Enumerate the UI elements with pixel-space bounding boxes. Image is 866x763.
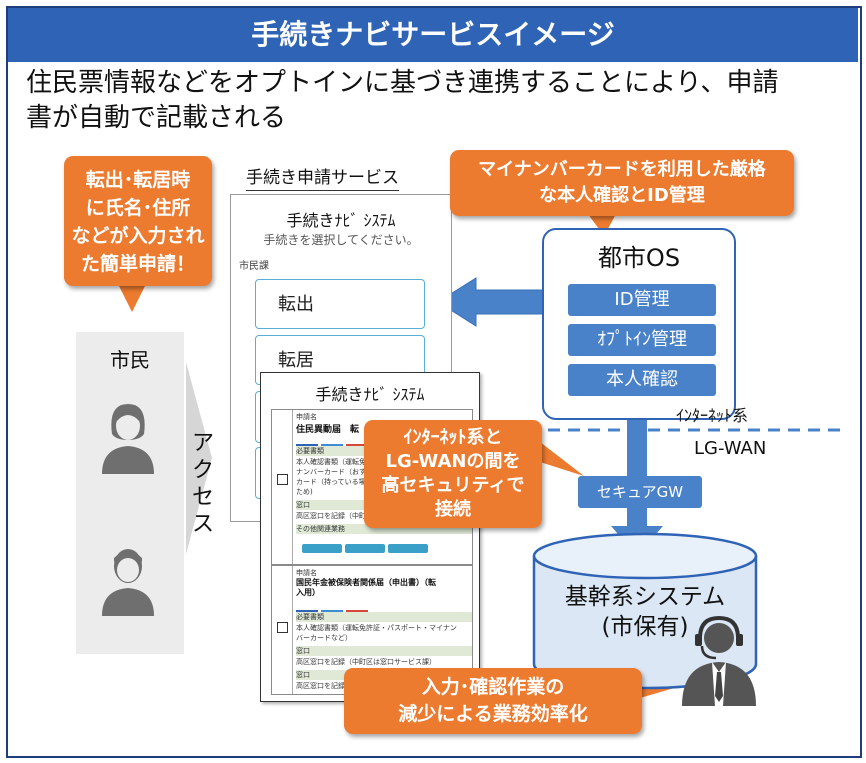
chip-optin-management: ｵﾌﾟﾄｲﾝ管理 xyxy=(568,324,716,356)
form-text-line: 本人確認書類（運転免 xyxy=(296,458,366,466)
service-prompt: 手続きを選択してください。 xyxy=(263,233,419,247)
mynumber-callout-line: な本人確認とID管理 xyxy=(539,185,705,206)
form-field-label: 申請名 xyxy=(296,413,317,421)
core-system-label: 基幹系システム (市保有) xyxy=(530,582,760,642)
form-text-line: ナンバーカード（おす xyxy=(296,468,366,476)
option-button-tenshutsu[interactable]: 転出 xyxy=(255,279,425,329)
form-section-header: 必要書類 xyxy=(296,612,472,622)
citizen-label: 市民 xyxy=(110,348,150,372)
form-text-line: バーカードなど） xyxy=(296,634,352,642)
network-callout-line: 接続 xyxy=(435,499,471,520)
form-checkbox[interactable] xyxy=(277,622,288,633)
service-header: 手続き申請サービス xyxy=(246,166,399,191)
form-text-line: 高区窓口を記録（中町 xyxy=(296,512,366,520)
man-icon xyxy=(102,549,154,616)
chip-identity-verification: 本人確認 xyxy=(568,364,716,396)
access-chevron xyxy=(186,362,212,554)
mynumber-callout-line: マイナンバーカードを利用した厳格 xyxy=(478,159,766,180)
citizen-callout: 転出･転居時 に氏名･住所 などが入力され た簡単申請！ xyxy=(64,156,212,286)
access-label: アクセス xyxy=(192,431,215,537)
form-section-header: 窓口 xyxy=(296,646,472,656)
core-system-owner: (市保有) xyxy=(601,614,689,640)
citizen-panel: 市民 xyxy=(76,332,184,654)
network-callout-line: LG-WANの間を xyxy=(385,451,521,472)
form-text-line: 高区窓口を記録（中 xyxy=(296,682,359,690)
chip-id-management: ID管理 xyxy=(568,284,716,316)
citizen-callout-line: た簡単申請！ xyxy=(80,253,195,275)
city-os-title: 都市OS xyxy=(597,244,681,272)
woman-icon xyxy=(102,404,154,474)
form-text-line: カード（持っている場 xyxy=(296,478,366,486)
form-app-title: 手続きﾅﾋﾞ ｼｽﾃﾑ xyxy=(315,385,425,404)
subtitle-line-2: 書が自動で記載される xyxy=(26,103,287,133)
mynumber-callout-pointer xyxy=(588,214,616,236)
efficiency-callout-line: 減少による業務効率化 xyxy=(398,703,588,725)
subtitle-line-1: 住民票情報などをオプトインに基づき連携することにより、申請 xyxy=(26,68,779,98)
network-callout-line: 高セキュリティで xyxy=(381,475,525,496)
citizen-callout-line: に氏名･住所 xyxy=(85,197,191,219)
network-callout-line: ｲﾝﾀｰﾈｯﾄ系と xyxy=(403,427,503,448)
subtitle: 住民票情報などをオプトインに基づき連携することにより、申請 書が自動で記載される xyxy=(26,66,856,136)
efficiency-callout: 入力･確認作業の 減少による業務効率化 xyxy=(344,668,642,734)
citizen-callout-line: 転出･転居時 xyxy=(85,169,191,191)
core-system-name: 基幹系システム xyxy=(564,584,726,610)
form-procedure-name-line: 国民年金被保険者関係届（申出書）（転 xyxy=(296,578,436,587)
page-title: 手続きナビサービスイメージ xyxy=(8,8,858,62)
form-field-label: 申請名 xyxy=(296,569,317,577)
service-section-label: 市民課 xyxy=(239,261,269,272)
form-text-line: 高区窓口を記録（中町区は窓口サービス課） xyxy=(296,658,436,666)
network-callout-pointer xyxy=(540,442,584,476)
form-procedure-name: 住民異動届 転 xyxy=(296,425,360,435)
citizen-callout-line: などが入力され xyxy=(71,225,205,247)
form-section-header: その他関連業務 xyxy=(296,524,472,534)
lgwan-label: LG-WAN xyxy=(694,438,767,459)
form-checkbox[interactable] xyxy=(277,474,288,485)
secure-gateway: セキュアGW xyxy=(578,476,702,508)
form-text-line: 本人確認書類（運転免許証・パスポート・マイナン xyxy=(296,624,457,632)
staff-operator-icon xyxy=(682,615,756,706)
form-text-line: ため) xyxy=(296,488,313,496)
mynumber-callout: マイナンバーカードを利用した厳格 な本人確認とID管理 xyxy=(450,150,794,216)
form-button-row xyxy=(302,538,431,557)
form-procedure-name-line: 入用） xyxy=(296,588,320,597)
network-callout: ｲﾝﾀｰﾈｯﾄ系と LG-WANの間を 高セキュリティで 接続 xyxy=(364,420,542,528)
service-app-title: 手続きﾅﾋﾞ ｼｽﾃﾑ xyxy=(286,211,396,230)
form-procedure-name: 国民年金被保険者関係届（申出書）（転 入用） xyxy=(296,578,436,598)
efficiency-callout-line: 入力･確認作業の xyxy=(421,676,565,698)
internet-label: ｲﾝﾀｰﾈｯﾄ系 xyxy=(676,406,749,425)
citizen-callout-pointer xyxy=(118,284,146,312)
